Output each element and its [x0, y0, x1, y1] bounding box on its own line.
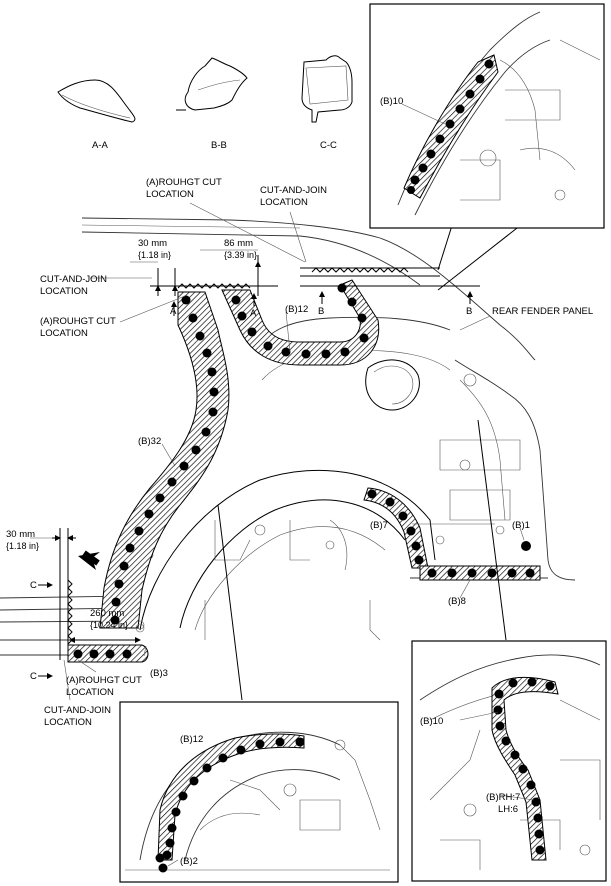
inset-bl-b12-label: (B)12	[180, 734, 203, 745]
b3-label: (B)3	[150, 668, 168, 679]
b12-label: (B)12	[285, 304, 308, 315]
rough-cut-left-label-2: LOCATION	[40, 328, 88, 339]
weld-dots-b8	[427, 568, 535, 578]
b8-label: (B)8	[448, 596, 466, 607]
zigzag-top-left	[177, 283, 251, 289]
rough-cut-top-label: (A)ROUHGT CUT	[146, 177, 222, 188]
cut-join-left-label-2: LOCATION	[40, 286, 88, 297]
dim-30-left-in: {1.18 in}	[6, 541, 39, 551]
section-bb-label: B-B	[211, 140, 227, 151]
dim-260-in: {10.24 in}	[90, 620, 128, 630]
inset-bottom-left: (B)12 (B)2	[119, 701, 399, 883]
section-bb-drawing	[176, 57, 248, 111]
weld-band-b32	[99, 291, 230, 629]
weld-dots-b12	[231, 283, 369, 359]
b1-label: (B)1	[512, 520, 530, 531]
dim-30-left: 30 mm	[6, 529, 35, 540]
rough-cut-left-label: (A)ROUHGT CUT	[40, 316, 116, 327]
section-cc-drawing	[301, 55, 353, 123]
zigzag-left	[67, 579, 73, 645]
rough-cut-bottom-label-2: LOCATION	[66, 687, 114, 698]
b7-label: (B)7	[370, 520, 388, 531]
inset-br-lh-label: LH:6	[498, 804, 518, 815]
b32-label: (B)32	[138, 436, 161, 447]
weld-band-b12	[221, 279, 380, 366]
rough-cut-top-label-2: LOCATION	[146, 189, 194, 200]
dim-86: 86 mm	[224, 238, 253, 249]
inset-top-b10-label: (B)10	[380, 96, 403, 107]
mark-a-1: A	[170, 306, 177, 317]
main-labels: (A)ROUHGT CUT LOCATION CUT-AND-JOIN LOCA…	[6, 177, 593, 728]
cut-join-left-label: CUT-AND-JOIN	[40, 274, 107, 285]
inset-br-rh-label: (B)RH:7	[486, 792, 520, 803]
weld-dots-b32	[110, 295, 219, 625]
section-cc-label: C-C	[320, 140, 337, 151]
weld-dots-b7	[367, 489, 424, 565]
inset-br-b10-label: (B)10	[420, 716, 443, 727]
mark-c-1: C	[30, 580, 37, 591]
dimension-lines	[30, 199, 541, 701]
rough-cut-bottom-label: (A)ROUHGT CUT	[66, 675, 142, 686]
dim-30-top-in: {1.18 in}	[138, 250, 171, 260]
weld-dots-b3	[73, 649, 132, 659]
mark-c-2: C	[30, 671, 37, 682]
section-aa-drawing	[57, 79, 136, 123]
weld-dot-b1	[521, 541, 531, 551]
mark-b-2: B	[466, 306, 472, 317]
vehicle-body	[0, 217, 576, 656]
cut-join-top-label: CUT-AND-JOIN	[260, 185, 327, 196]
dim-86-in: {3.39 in}	[224, 250, 257, 260]
cut-join-bottom-label: CUT-AND-JOIN	[44, 705, 111, 716]
dim-260: 260 mm	[90, 608, 124, 619]
mark-a-2: A	[250, 308, 257, 319]
zigzag-top-right	[311, 267, 409, 273]
dim-30-top: 30 mm	[138, 238, 167, 249]
cut-join-bottom-label-2: LOCATION	[44, 717, 92, 728]
mark-b-1: B	[318, 306, 324, 317]
cut-join-top-label-2: LOCATION	[260, 197, 308, 208]
weld-band-b8	[419, 565, 541, 581]
inset-top-right: (B)10	[369, 3, 605, 229]
inset-bottom-right: (B)10 (B)RH:7 LH:6	[411, 640, 607, 882]
rear-fender-label: REAR FENDER PANEL	[492, 306, 593, 317]
section-aa-label: A-A	[92, 140, 109, 151]
inset-bl-b2-label: (B)2	[180, 856, 198, 867]
